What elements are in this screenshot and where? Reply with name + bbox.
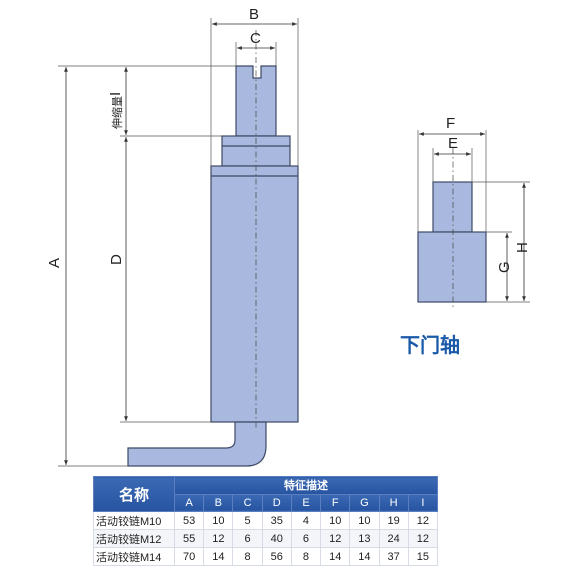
table-cell: 12 (407, 511, 439, 530)
dim-label-c: C (250, 30, 261, 47)
col-header: G (349, 493, 380, 512)
row-name: 活动铰链M12 (93, 529, 175, 548)
col-header: C (232, 493, 263, 512)
table-cell: 4 (290, 511, 322, 530)
table-cell: 14 (349, 547, 380, 566)
lower-pin-caption: 下门轴 (400, 333, 460, 357)
spec-table: 名称 特征描述 A B C D E F G H I 活动铰链M10 53 10 … (93, 476, 439, 566)
table-cell: 37 (378, 547, 409, 566)
table-row: 活动铰链M12 55 12 6 40 6 12 13 24 12 (93, 529, 439, 548)
table-cell: 55 (173, 529, 205, 548)
hinge-pin-drawing (127, 30, 299, 467)
dim-label-stroke: 伸缩量 (111, 96, 124, 129)
table-cell: 13 (349, 529, 380, 548)
dim-label-f: F (446, 115, 455, 132)
table-cell: 40 (261, 529, 292, 548)
lower-pin-tip (432, 181, 473, 233)
table-cell: 53 (173, 511, 205, 530)
table-cell: 70 (173, 547, 205, 566)
dim-label-g: G (496, 261, 513, 273)
table-row: 活动铰链M14 70 14 8 56 8 14 14 37 15 (93, 547, 439, 566)
lower-pin-dimensions: F E H G (417, 115, 531, 303)
table-cell: 15 (407, 547, 439, 566)
table-cell: 8 (232, 547, 263, 566)
table-row: 活动铰链M10 53 10 5 35 4 10 10 19 12 (93, 511, 439, 530)
row-name: 活动铰链M10 (93, 511, 175, 530)
dim-label-d: D (108, 254, 125, 265)
table-cell: 10 (320, 511, 351, 530)
name-header: 名称 (93, 476, 175, 512)
row-name: 活动铰链M14 (93, 547, 175, 566)
technical-drawing: B C A 伸缩量 I D F E (46, 6, 531, 467)
lower-pin-base (417, 231, 487, 303)
pin-handle (127, 421, 267, 467)
table-cell: 8 (290, 547, 322, 566)
col-header: D (261, 493, 292, 512)
col-header: I (407, 493, 439, 512)
dim-label-i: I (107, 92, 124, 96)
table-cell: 19 (378, 511, 409, 530)
dim-label-e: E (448, 135, 458, 152)
table-cell: 5 (232, 511, 263, 530)
table-cell: 6 (232, 529, 263, 548)
col-header: F (320, 493, 351, 512)
col-header: A (173, 493, 205, 512)
col-header: E (290, 493, 322, 512)
dim-label-b: B (249, 6, 259, 23)
dim-label-h: H (514, 242, 531, 253)
col-header: B (203, 493, 234, 512)
table-cell: 12 (320, 529, 351, 548)
lower-pin-drawing (417, 148, 487, 310)
pin-body (210, 165, 299, 423)
table-cell: 12 (407, 529, 439, 548)
table-cell: 14 (320, 547, 351, 566)
table-cell: 24 (378, 529, 409, 548)
table-cell: 35 (261, 511, 292, 530)
col-header: H (378, 493, 409, 512)
table-cell: 14 (203, 547, 234, 566)
table-cell: 56 (261, 547, 292, 566)
table-cell: 10 (349, 511, 380, 530)
table-cell: 12 (203, 529, 234, 548)
group-header: 特征描述 (174, 476, 438, 495)
hinge-pin-dimensions: B C A 伸缩量 I D (46, 6, 299, 467)
table-cell: 6 (290, 529, 322, 548)
table-cell: 10 (203, 511, 234, 530)
dim-label-a: A (46, 258, 63, 268)
